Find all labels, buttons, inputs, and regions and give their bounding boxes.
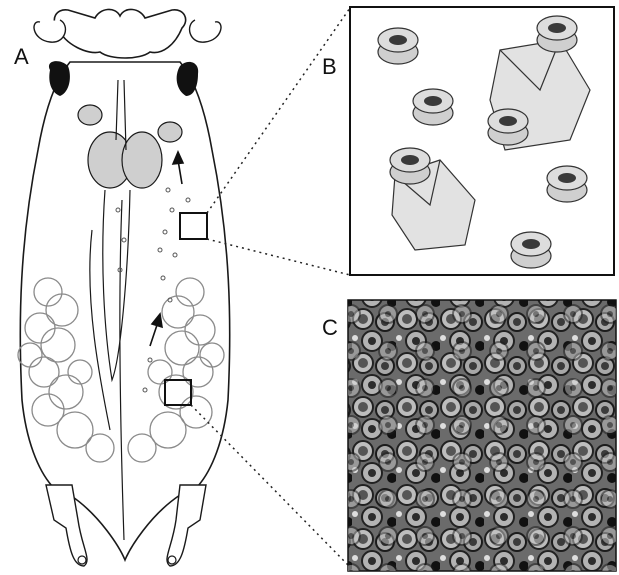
barrel-particle [547,166,587,202]
panel-b: B [322,7,614,275]
panel-b-label: B [322,54,337,79]
panel-c: C [322,300,616,571]
panel-a: A [14,9,230,566]
panel-a-label: A [14,44,29,69]
barrel-particle [511,232,551,268]
barrel-particle [413,89,453,125]
barrel-particle [537,16,577,52]
head-shape [54,9,185,58]
barrel-particle [390,148,430,184]
micrograph-overlay [348,300,616,571]
panel-c-label: C [322,315,338,340]
barrel-particle [488,109,528,145]
barrel-particle [378,28,418,64]
